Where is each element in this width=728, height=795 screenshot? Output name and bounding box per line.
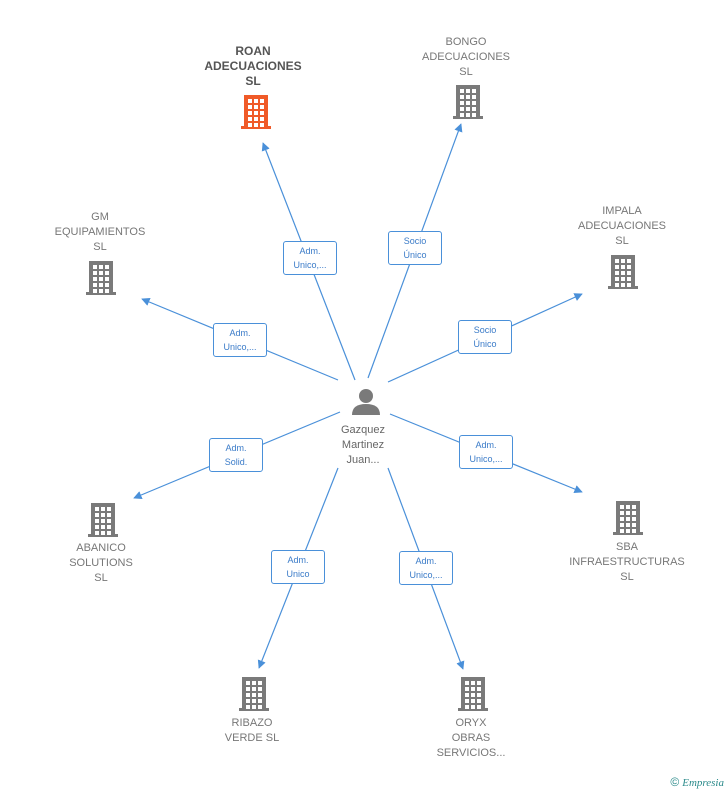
person-icon[interactable]: [352, 389, 380, 415]
relation-label-oryx: Adm. Unico,...: [399, 551, 453, 585]
building-icon-gm[interactable]: [86, 261, 116, 295]
company-name-ribazo[interactable]: RIBAZO VERDE SL: [224, 717, 280, 744]
company-name-roan[interactable]: ROAN ADECUACIONES SL: [204, 44, 302, 88]
building-icon-roan[interactable]: [241, 95, 271, 129]
relation-label-abanico: Adm. Solid.: [209, 438, 263, 472]
building-icon-abanico[interactable]: [88, 503, 118, 537]
building-icon-ribazo[interactable]: [239, 677, 269, 711]
company-name-bongo[interactable]: BONGO ADECUACIONES SL: [421, 36, 511, 78]
building-icon-oryx[interactable]: [458, 677, 488, 711]
relation-label-ribazo: Adm. Unico: [271, 550, 325, 584]
relation-label-sba: Adm. Unico,...: [459, 435, 513, 469]
footer-brand[interactable]: ©Empresia: [670, 775, 724, 789]
center-person-name[interactable]: Gazquez Martinez Juan...: [340, 424, 386, 466]
company-name-abanico[interactable]: ABANICO SOLUTIONS SL: [69, 542, 133, 584]
relation-label-impala: Socio Único: [458, 320, 512, 354]
building-icon-impala[interactable]: [608, 255, 638, 289]
copyright-icon: ©: [670, 775, 680, 789]
building-icon-bongo[interactable]: [453, 85, 483, 119]
brand-name: Empresia: [682, 777, 724, 789]
relation-label-bongo: Socio Único: [388, 231, 442, 265]
company-name-impala[interactable]: IMPALA ADECUACIONES SL: [577, 205, 667, 247]
company-name-gm[interactable]: GM EQUIPAMIENTOS SL: [54, 211, 146, 253]
building-icon-sba[interactable]: [613, 501, 643, 535]
relation-label-roan: Adm. Unico,...: [283, 241, 337, 275]
company-name-sba[interactable]: SBA INFRAESTRUCTURAS SL: [569, 541, 685, 583]
relation-label-gm: Adm. Unico,...: [213, 323, 267, 357]
company-name-oryx[interactable]: ORYX OBRAS SERVICIOS...: [436, 717, 506, 759]
